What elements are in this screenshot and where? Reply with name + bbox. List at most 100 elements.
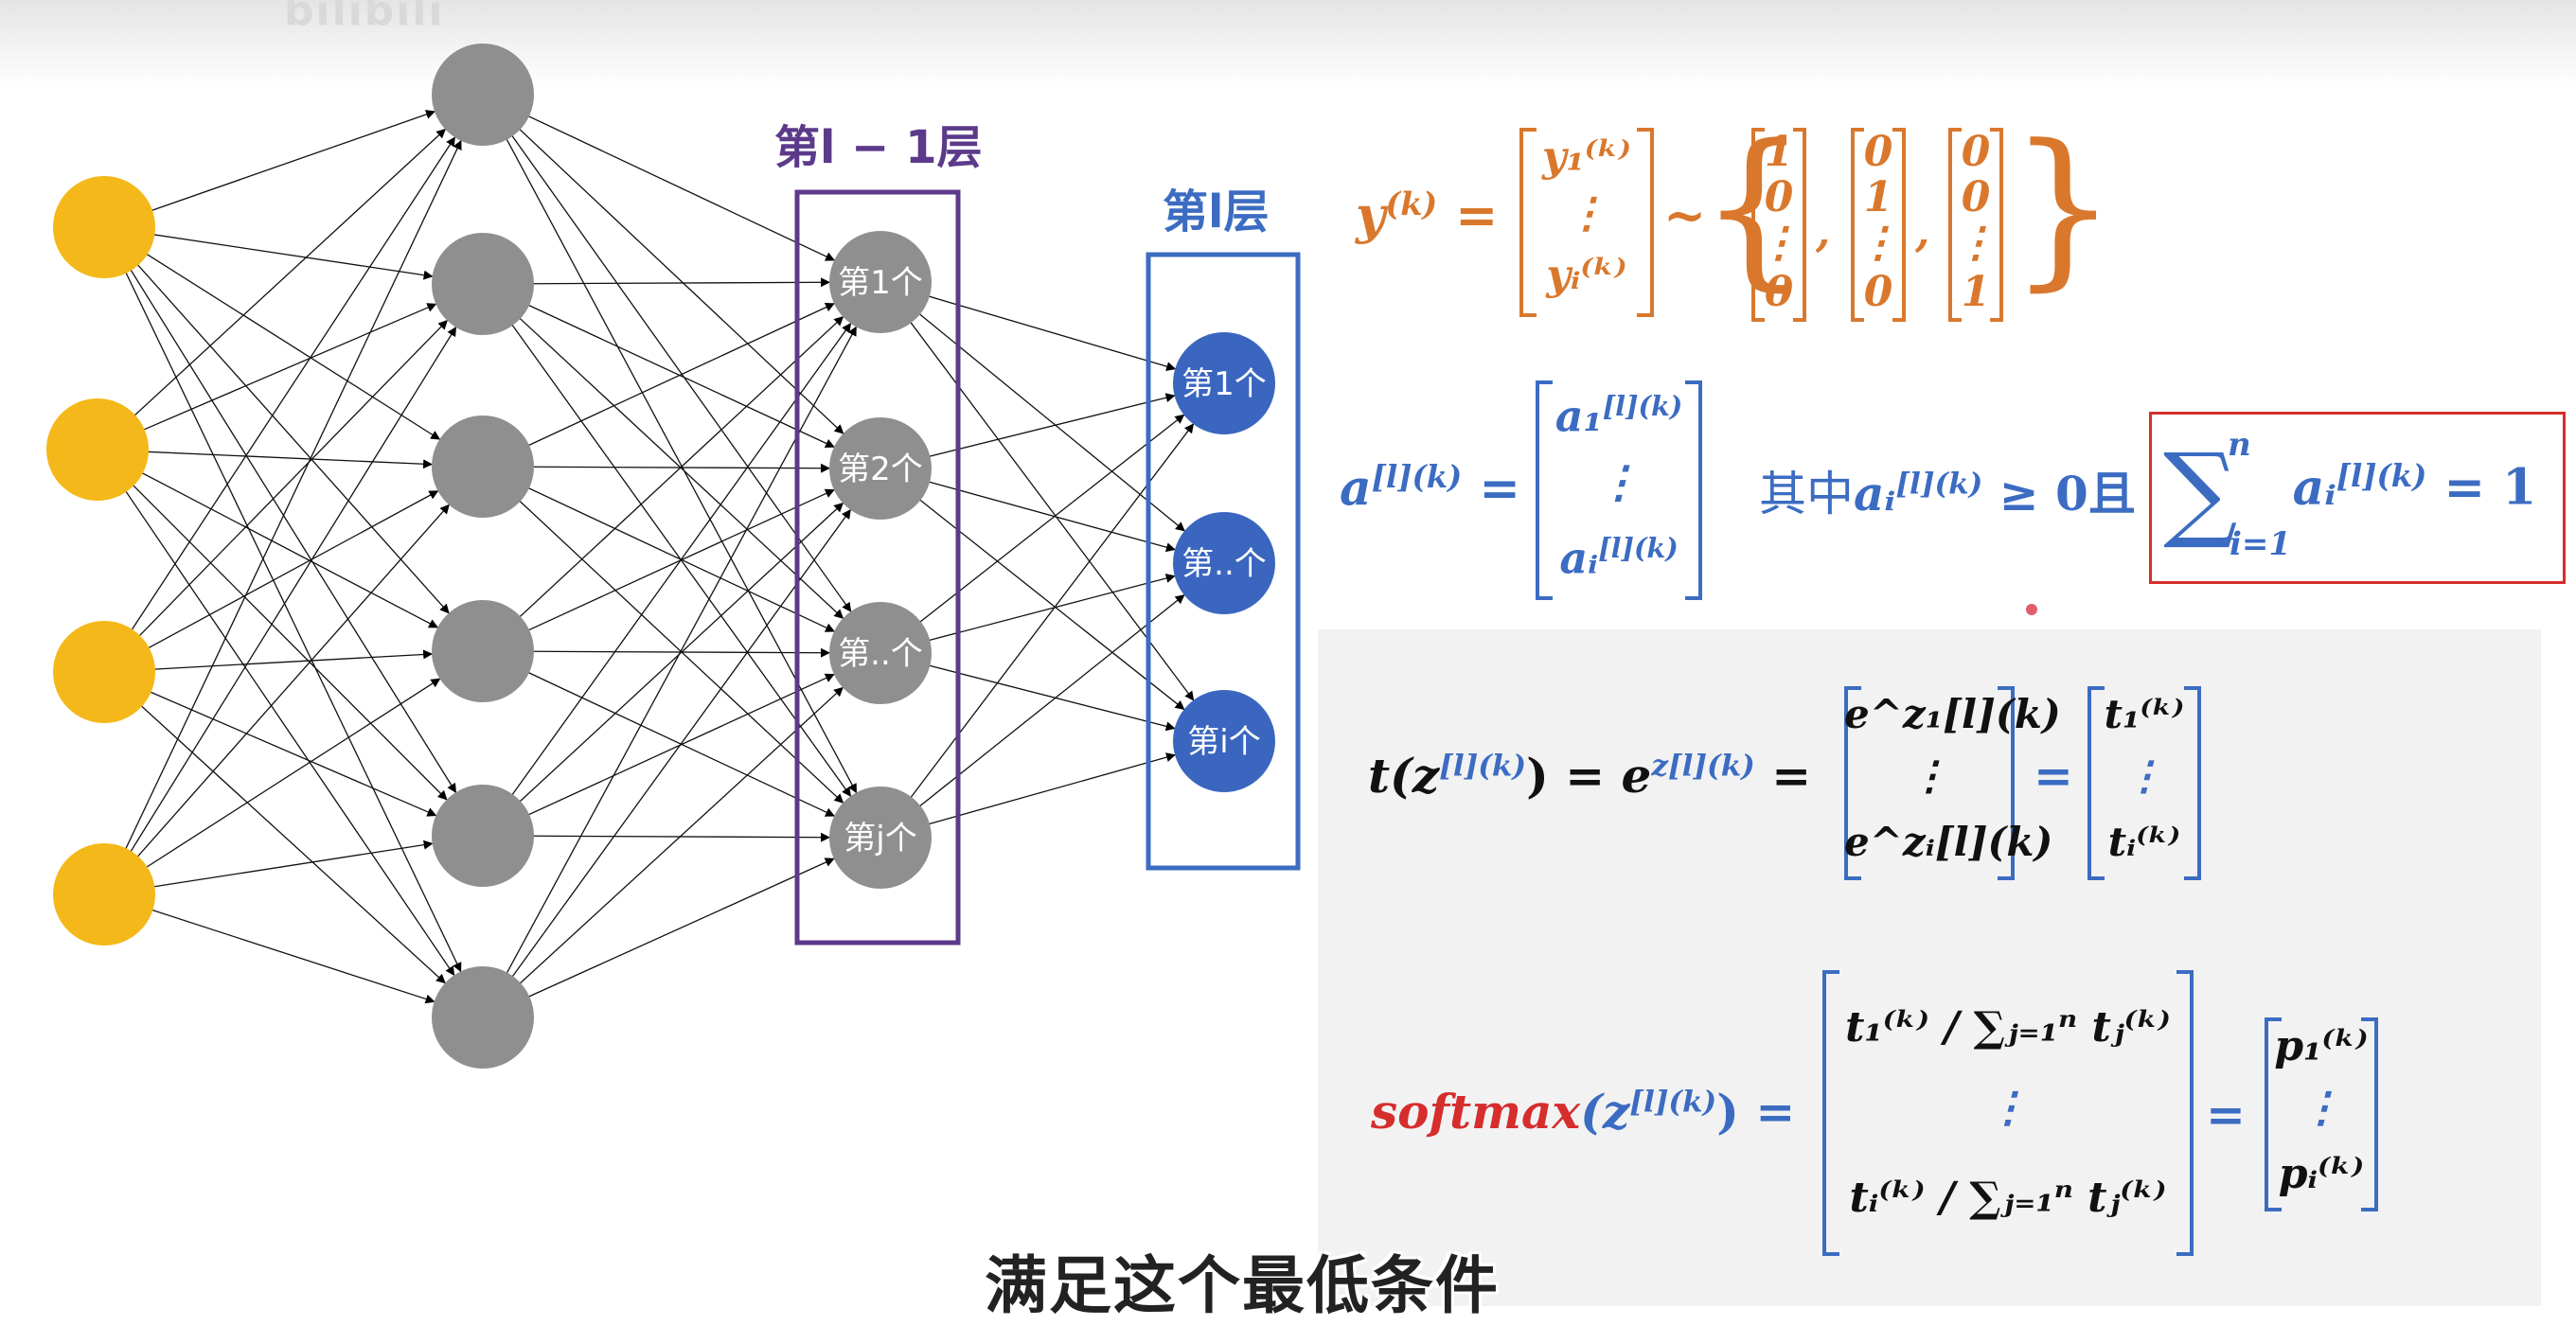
connection-edge: [505, 115, 844, 434]
hidden-node: [432, 785, 534, 887]
connection-edge: [898, 423, 1195, 814]
connection-edge: [496, 326, 857, 991]
connection-edge: [510, 107, 836, 261]
curr-layer-node: [1173, 690, 1275, 792]
hidden-node: [432, 44, 534, 146]
onehot-vector-2: 0 1 ⋮ 0: [1851, 128, 1906, 322]
onehot-vector-1: 1 0 ⋮ 0: [1751, 128, 1806, 322]
connection-edge: [123, 504, 450, 873]
connection-edge: [124, 249, 450, 614]
video-top-bar: [0, 0, 2576, 90]
connection-edge: [134, 649, 434, 671]
prev-layer-node: [829, 231, 932, 333]
connection-edge: [510, 302, 835, 454]
prev-layer-node-label: 第1个: [838, 264, 923, 302]
input-node: [53, 843, 155, 946]
connection-edge: [114, 474, 455, 977]
connection-edge: [133, 110, 435, 218]
connection-edge: [125, 319, 448, 651]
mouse-cursor-icon: [2026, 604, 2037, 615]
connection-edge: [510, 663, 836, 817]
formula-y-lhs: y(k) =: [1356, 185, 1499, 245]
connection-edge: [133, 840, 434, 891]
connection-edge: [130, 242, 441, 440]
connection-edge: [904, 414, 1185, 635]
formula-a-lhs: a[l](k) =: [1340, 459, 1520, 518]
prev-layer-node: [829, 787, 932, 889]
connection-edge: [505, 686, 844, 998]
connection-edge: [903, 594, 1185, 820]
connection-edge: [513, 277, 831, 288]
comma: ,: [1816, 208, 1831, 256]
formula-y-vector: y₁⁽ᵏ⁾ ⋮ yᵢ⁽ᵏ⁾: [1519, 128, 1654, 317]
connection-edge: [909, 290, 1177, 371]
connection-edge: [510, 673, 835, 824]
formula-t-lhs: t(z[l](k)) = ez[l](k) =: [1368, 748, 1812, 804]
formula-y-brace-close: }: [2009, 109, 2118, 307]
prev-layer-node: [829, 417, 932, 520]
formula-t-vector: t₁⁽ᵏ⁾ ⋮ tᵢ⁽ᵏ⁾: [2087, 686, 2201, 880]
connection-edge: [120, 136, 455, 647]
connection-edge: [500, 323, 852, 812]
connection-edge: [897, 306, 1195, 701]
connection-edge: [118, 470, 448, 801]
prev-layer-node-label: 第..个: [838, 635, 923, 673]
connection-edge: [131, 490, 439, 659]
connection-edge: [119, 253, 457, 793]
onehot-vector-3: 0 0 ⋮ 1: [1948, 128, 2003, 322]
curr-layer-node-label: 第..个: [1181, 545, 1267, 583]
connection-edge: [510, 296, 835, 449]
formula-y-tilde: ~: [1663, 185, 1707, 245]
video-subtitle: 满足这个最低条件: [985, 1249, 1500, 1322]
curr-layer-node-label: 第i个: [1187, 723, 1260, 761]
curr-layer-node: [1173, 512, 1275, 614]
connection-edge: [910, 752, 1176, 830]
connection-edge: [125, 303, 437, 438]
prev-layer-box: [794, 189, 961, 946]
connection-edge: [910, 660, 1176, 732]
input-node: [53, 621, 155, 723]
connection-edge: [510, 857, 835, 1006]
connection-edge: [910, 393, 1176, 462]
prev-layer-node: [829, 602, 932, 704]
connection-edge: [116, 139, 462, 867]
input-node: [53, 176, 155, 278]
curr-layer-label: 第l层: [1163, 186, 1269, 239]
equals: =: [2206, 1087, 2246, 1142]
formula-softmax-lhs: softmax(z[l](k)) =: [1371, 1084, 1796, 1140]
hidden-node: [432, 415, 534, 518]
connection-edge: [513, 832, 831, 842]
formula-panel-background: [1318, 629, 2541, 1306]
equals: =: [2034, 748, 2073, 804]
connection-edge: [903, 301, 1185, 532]
connection-edge: [124, 463, 439, 628]
formula-a-condition: 其中aᵢ[l](k) ≥ 0且: [1759, 466, 2136, 522]
connection-edge: [505, 304, 844, 619]
connection-edge: [910, 475, 1176, 553]
formula-t-exp-vector: e^z₁[l](k) ⋮ e^zᵢ[l](k): [1844, 686, 2061, 880]
connection-edge: [116, 254, 462, 973]
connection-edge: [133, 903, 435, 1004]
curr-layer-node-label: 第1个: [1181, 365, 1267, 403]
connection-edge: [126, 692, 446, 984]
prev-layer-label: 第l − 1层: [774, 121, 983, 174]
connection-edge: [513, 647, 831, 658]
sum-constraint-box: [2149, 412, 2566, 584]
comma: ,: [1915, 208, 1930, 256]
connection-edge: [119, 327, 457, 869]
formula-a-sum: ∑ n i=1 aᵢ[l](k) = 1: [2163, 426, 2537, 563]
connection-edge: [129, 678, 441, 879]
hidden-node: [432, 966, 534, 1069]
connection-edge: [505, 316, 844, 631]
prev-layer-node-label: 第j个: [844, 820, 916, 857]
connection-edge: [510, 488, 835, 640]
formula-a-vector: a₁[l](k) ⋮ aᵢ[l](k): [1536, 380, 1702, 600]
bilibili-watermark: bilibili: [284, 0, 445, 35]
connection-edge: [903, 486, 1185, 711]
connection-edge: [133, 231, 434, 280]
connection-edge: [128, 450, 434, 469]
formula-softmax-result: p₁⁽ᵏ⁾ ⋮ pᵢ⁽ᵏ⁾: [2265, 1017, 2378, 1211]
connection-edge: [505, 502, 844, 816]
prev-layer-node-label: 第2个: [838, 451, 923, 488]
